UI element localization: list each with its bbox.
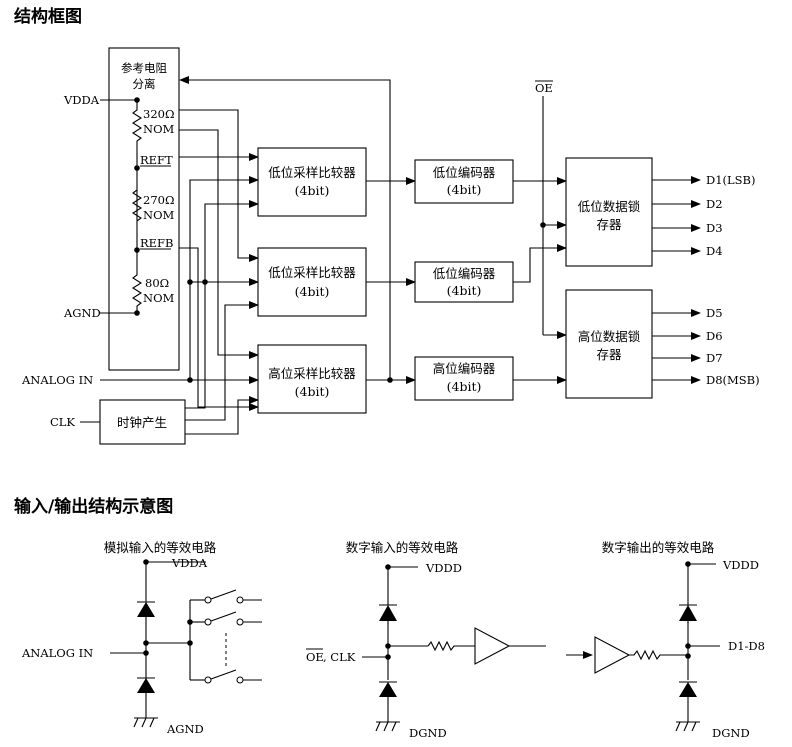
svg-text:高位编码器: 高位编码器 [433,361,496,376]
comparator-1: 低位采样比较器 (4bit) [257,147,367,217]
output-buffer [594,636,631,674]
oe-label: OE [535,81,553,95]
analog-vdd: VDDA [171,556,208,570]
comparator-3: 高位采样比较器 (4bit) [257,344,367,414]
r1-value: 320Ω [143,107,175,121]
encoder-2: 低位编码器 (4bit) [414,261,514,303]
r3-nom: NOM [143,291,174,305]
clock-generator-label: 时钟产生 [117,415,167,430]
digital-in-title: 数字输入的等效电路 [346,540,459,555]
output-d4: D4 [706,244,723,258]
svg-text:(4bit): (4bit) [447,182,482,197]
analog-in-pin: ANALOG IN [21,373,93,387]
comparator-2: 低位采样比较器 (4bit) [257,247,367,317]
encoder-1: 低位编码器 (4bit) [414,159,514,204]
output-d2: D2 [706,197,723,211]
svg-text:存器: 存器 [596,347,622,362]
digital-out-vdd: VDDD [722,558,759,572]
svg-text:低位编码器: 低位编码器 [433,266,496,281]
refb-label: REFB [140,236,173,250]
svg-text:低位采样比较器: 低位采样比较器 [268,265,356,280]
r1-nom: NOM [143,122,174,136]
diode-top [137,602,155,617]
digital-in-vdd: VDDD [425,561,462,575]
svg-text:(4bit): (4bit) [295,183,330,198]
vdda-pin: VDDA [63,93,100,107]
output-d6: D6 [706,329,723,343]
analog-circuit-title: 模拟输入的等效电路 [104,540,217,555]
digital-in-clk: , CLK [323,650,356,664]
digital-out-label: D1-D8 [728,639,765,653]
encoder-3: 高位编码器 (4bit) [414,356,514,401]
svg-text:(4bit): (4bit) [447,283,482,298]
block-diagram-heading: 结构框图 [14,6,82,27]
digital-in-oe: OE [306,650,324,664]
output-d5: D5 [706,306,723,320]
svg-text:高位数据锁: 高位数据锁 [578,329,641,344]
output-d7: D7 [706,351,723,365]
diode-bottom [137,678,155,693]
svg-text:低位数据锁: 低位数据锁 [578,199,641,214]
svg-text:(4bit): (4bit) [295,284,330,299]
r3-value: 80Ω [145,276,169,290]
digital-out-title: 数字输出的等效电路 [602,540,715,555]
io-diagram-heading: 输入/输出结构示意图 [14,496,173,517]
input-buffer [474,627,511,665]
divider-title-line1: 参考电阻 [121,61,167,75]
output-lines [652,176,701,384]
analog-input-label: ANALOG IN [21,646,93,660]
reference-divider: 参考电阻 分离 320Ω NOM REFT 270Ω NOM REFB 80Ω … [108,47,180,371]
agnd-pin: AGND [63,306,101,320]
svg-text:(4bit): (4bit) [447,379,482,394]
output-d8: D8(MSB) [706,373,760,387]
svg-text:高位采样比较器: 高位采样比较器 [268,366,356,381]
svg-text:低位采样比较器: 低位采样比较器 [268,165,356,180]
output-d3: D3 [706,221,723,235]
svg-text:(4bit): (4bit) [295,384,330,399]
analog-input-circuit: 模拟输入的等效电路 VDDA ANALOG IN AGND [21,540,262,736]
output-d1: D1(LSB) [706,173,755,187]
svg-text:低位编码器: 低位编码器 [433,165,496,180]
reft-label: REFT [140,153,173,167]
resistor-270 [131,189,143,222]
clk-pin: CLK [50,415,75,429]
high-latch: 高位数据锁 存器 [565,289,653,399]
r2-nom: NOM [143,208,174,222]
analog-gnd: AGND [166,722,204,736]
low-latch: 低位数据锁 存器 [565,157,653,267]
digital-out-gnd: DGND [712,726,750,740]
r2-value: 270Ω [143,193,175,207]
digital-output-circuit: 数字输出的等效电路 VDDD D1-D8 DGND [566,540,765,740]
clock-generator-box [99,399,186,445]
digital-input-circuit: 数字输入的等效电路 VDDD OE , CLK DGND [306,540,546,740]
digital-in-gnd: DGND [409,726,447,740]
divider-title-line2: 分离 [133,77,156,91]
svg-text:存器: 存器 [596,217,622,232]
